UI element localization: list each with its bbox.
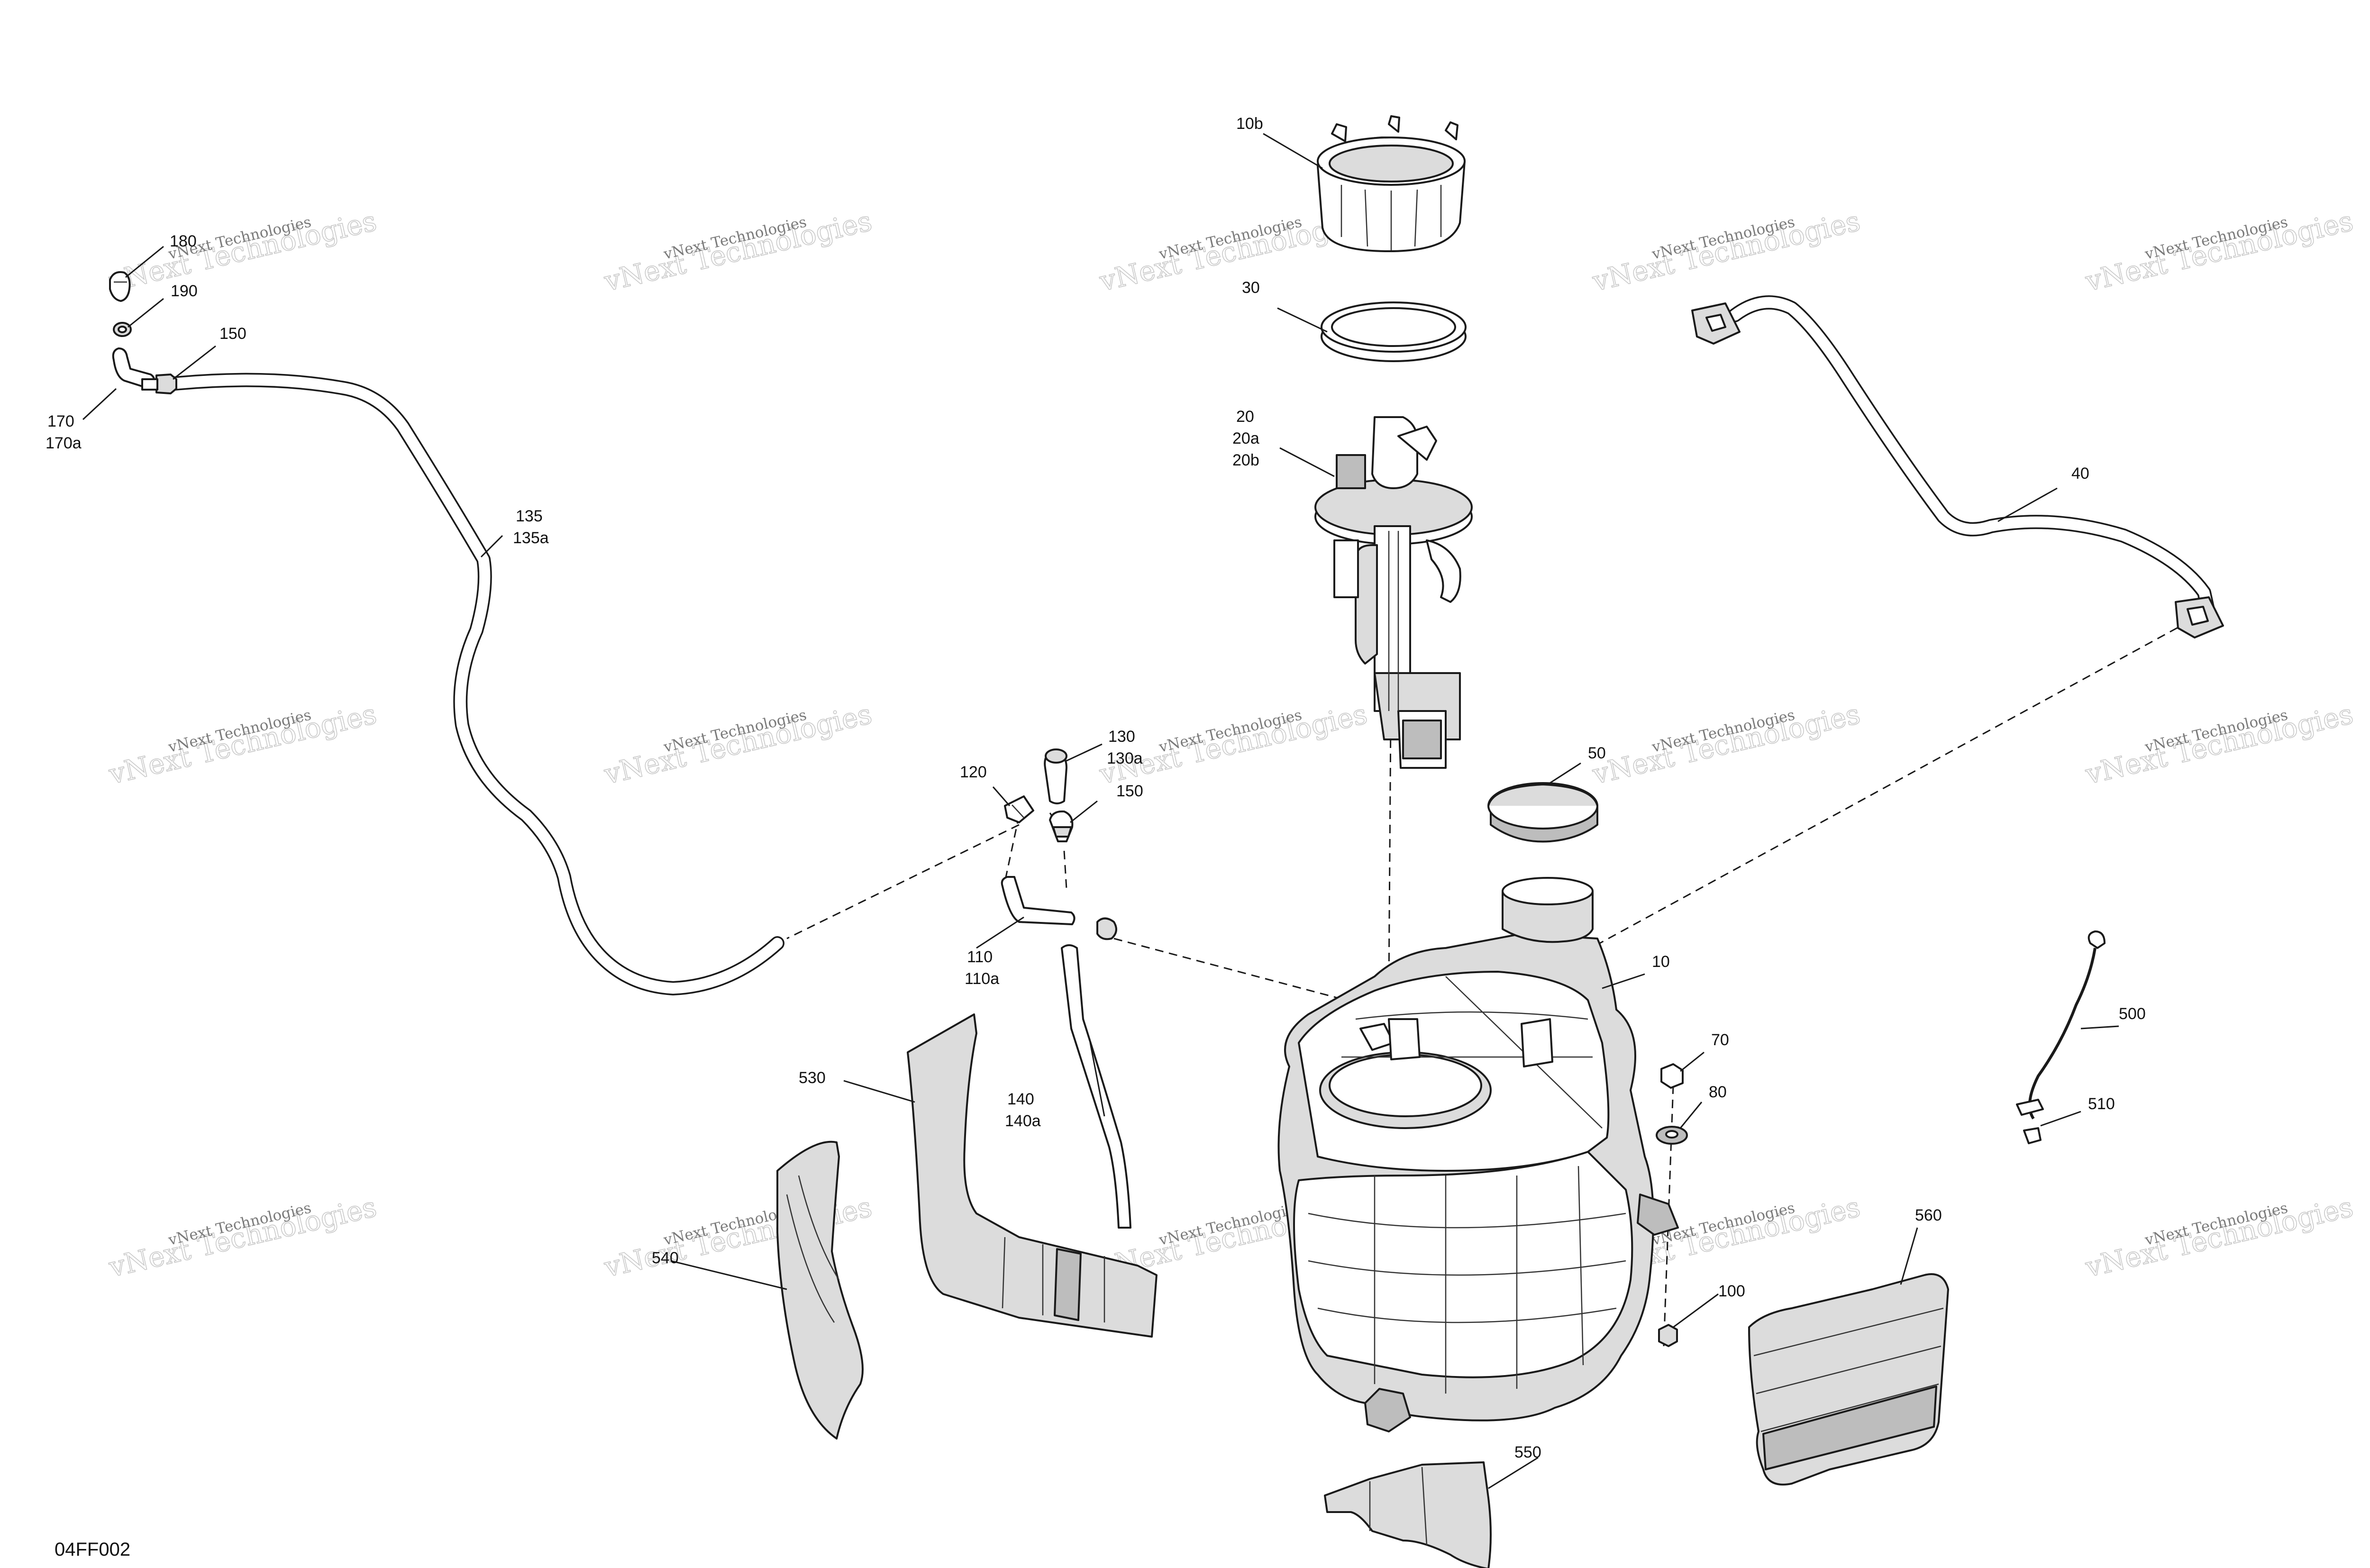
hose-40 — [1691, 295, 2224, 638]
hose-110 — [1001, 876, 1117, 940]
watermark-outline-text: vNext Technologies — [601, 205, 875, 298]
hose-140 — [1061, 944, 1131, 1229]
callout-30: 30 — [1242, 279, 1260, 297]
callout-550: 550 — [1514, 1443, 1541, 1461]
callout-130: 130 130a — [1107, 728, 1143, 767]
clip-510 — [2016, 1099, 2044, 1144]
watermark-outline-text: vNext Technologies — [106, 1191, 380, 1284]
watermark-outline-text: vNext Technologies — [1589, 698, 1863, 791]
callout-135: 135 135a — [513, 507, 549, 547]
hose-135 — [164, 373, 784, 995]
valve-150-mid — [1049, 810, 1074, 842]
fuel-cap-50 — [1487, 782, 1598, 843]
lock-ring-10b — [1317, 115, 1466, 252]
fuel-pump-20 — [1314, 416, 1473, 769]
nut-100 — [1658, 1324, 1678, 1347]
callout-120: 120 — [960, 763, 987, 781]
watermark-outline-text: vNext Technologies — [1589, 205, 1863, 298]
seal-30 — [1321, 301, 1467, 362]
callout-500: 500 — [2119, 1005, 2146, 1023]
fitting-120 — [1004, 795, 1034, 823]
callout-labels: 10b 30 20 20a 20b 180 190 150 170 170a 1… — [46, 115, 2146, 1461]
callout-100: 100 — [1718, 1282, 1745, 1300]
hose-130 — [1044, 748, 1067, 804]
callout-80: 80 — [1709, 1083, 1727, 1101]
callout-560: 560 — [1915, 1206, 1942, 1224]
callout-140: 140 140a — [1005, 1090, 1041, 1130]
callout-10: 10 — [1652, 953, 1670, 971]
watermark-outline-text: vNext Technologies — [2082, 698, 2356, 791]
callout-110: 110 110a — [965, 948, 999, 988]
callout-leaders — [82, 133, 2119, 1489]
watermark-outline-text: vNext Technologies — [2082, 1191, 2356, 1284]
callout-40: 40 — [2071, 465, 2089, 483]
heat-shield-540 — [776, 1140, 864, 1440]
callout-530: 530 — [799, 1069, 826, 1087]
watermark-outline-text: vNext Technologies — [601, 698, 875, 791]
fitting-180-cap — [109, 271, 131, 302]
callout-180: 180 — [170, 232, 197, 250]
callout-190: 190 — [171, 282, 198, 300]
bolt-70 — [1660, 1063, 1684, 1089]
fitting-170-elbow — [112, 347, 155, 387]
callout-10b: 10b — [1236, 115, 1263, 133]
callout-70: 70 — [1711, 1031, 1729, 1049]
washer-80 — [1656, 1126, 1688, 1145]
sensor-500 — [2028, 930, 2106, 1120]
watermark-outline-text: vNext Technologies — [106, 205, 380, 298]
watermark-outline-text: vNext Technologies — [106, 698, 380, 791]
fuel-tank-10 — [1277, 877, 1679, 1432]
fitting-190-clamp — [113, 322, 132, 337]
callout-20: 20 20a 20b — [1232, 408, 1264, 469]
watermark-outline-text: vNext Technologies — [2082, 205, 2356, 298]
heat-shield-560 — [1748, 1273, 1949, 1486]
callout-170: 170 170a — [46, 412, 82, 452]
callout-540: 540 — [652, 1249, 679, 1267]
heat-shield-530 — [907, 1013, 1158, 1338]
diagram-code: 04FF002 — [55, 1539, 130, 1560]
heat-shield-550 — [1324, 1461, 1492, 1568]
callout-510: 510 — [2088, 1095, 2115, 1113]
callout-50: 50 — [1588, 744, 1606, 762]
fitting-150-top-valve — [141, 374, 177, 394]
callout-150-mid: 150 — [1116, 782, 1143, 800]
callout-150-top: 150 — [219, 325, 246, 343]
